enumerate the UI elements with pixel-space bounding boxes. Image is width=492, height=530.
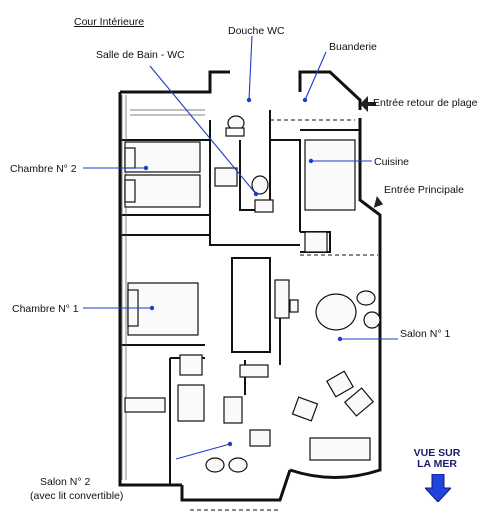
label-salon-1: Salon N° 1 xyxy=(400,328,451,340)
sea-view-label: VUE SUR LA MER xyxy=(408,448,466,470)
label-cuisine: Cuisine xyxy=(374,156,410,168)
label-buanderie: Buanderie xyxy=(329,41,377,53)
leader-lines xyxy=(83,35,398,460)
sea-view-line-1: VUE SUR xyxy=(413,447,461,459)
label-salon-2-note: (avec lit convertible) xyxy=(30,490,124,502)
label-entree-plage: Entrée retour de plage xyxy=(373,97,478,109)
wall-hatching xyxy=(121,95,205,480)
label-salon-2: Salon N° 2 xyxy=(40,476,91,488)
label-chambre-2: Chambre N° 2 xyxy=(10,163,77,175)
entry-arrows xyxy=(360,96,384,208)
sea-view-line-2: LA MER xyxy=(417,458,457,470)
courtyard-title: Cour Intérieure xyxy=(74,16,145,28)
label-douche-wc: Douche WC xyxy=(228,25,285,37)
windows xyxy=(190,119,378,511)
interior-walls xyxy=(120,110,360,485)
leader-dots xyxy=(143,97,343,447)
label-salle-de-bain: Salle de Bain - WC xyxy=(96,49,185,61)
label-entree-principale: Entrée Principale xyxy=(384,184,464,196)
label-chambre-1: Chambre N° 1 xyxy=(12,303,79,315)
sea-direction-arrow-icon xyxy=(425,474,451,502)
furniture xyxy=(124,115,381,473)
